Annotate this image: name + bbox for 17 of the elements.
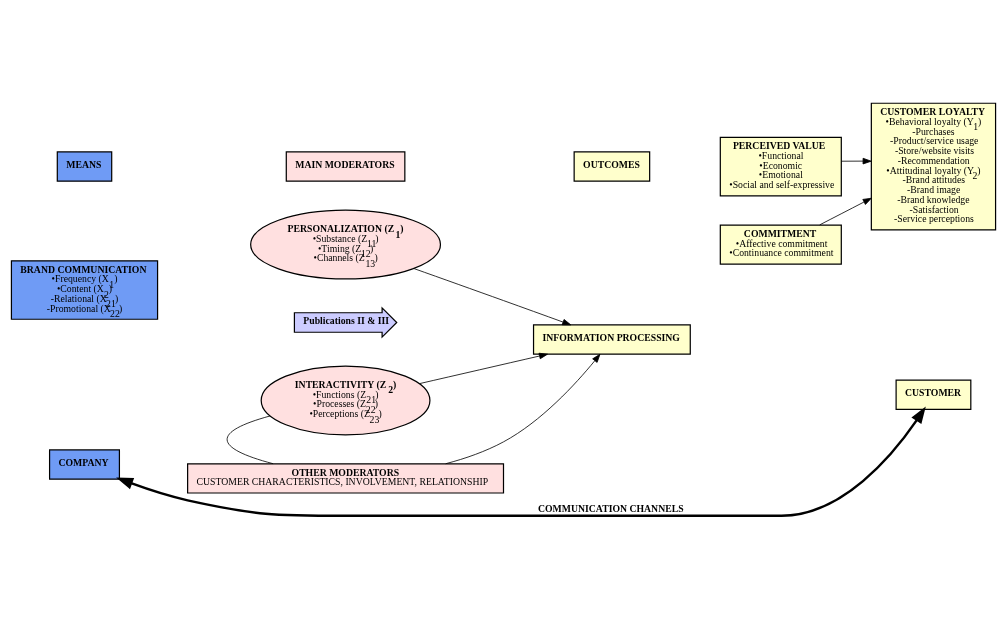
- arrow: [413, 268, 572, 326]
- arrow: [419, 352, 548, 385]
- node-box: OUTCOMES: [573, 151, 651, 182]
- node-box: MEANS: [56, 151, 113, 182]
- arrow: [840, 157, 872, 165]
- arrow: [116, 406, 926, 517]
- arrow: [445, 353, 601, 465]
- node-box: PERCEIVED VALUE •Functional •Economic •Emotional •Social and self-expressive: [719, 136, 842, 197]
- arrow: [819, 197, 872, 226]
- connector: [226, 415, 274, 465]
- edge-label: COMMUNICATION CHANNELS: [538, 503, 684, 515]
- node-box: INFORMATION PROCESSING: [532, 324, 691, 355]
- node-box: COMMITMENT •Affective commitment •Continuance commitment: [719, 224, 842, 265]
- node-box: OTHER MODERATORS CUSTOMER CHARACTERISTICS, INVOLVEMENT, RELATIONSHIP: [187, 463, 505, 494]
- node-box: MAIN MODERATORS: [285, 151, 406, 182]
- node-box: COMPANY: [48, 449, 121, 480]
- node-box: CUSTOMER: [895, 379, 972, 410]
